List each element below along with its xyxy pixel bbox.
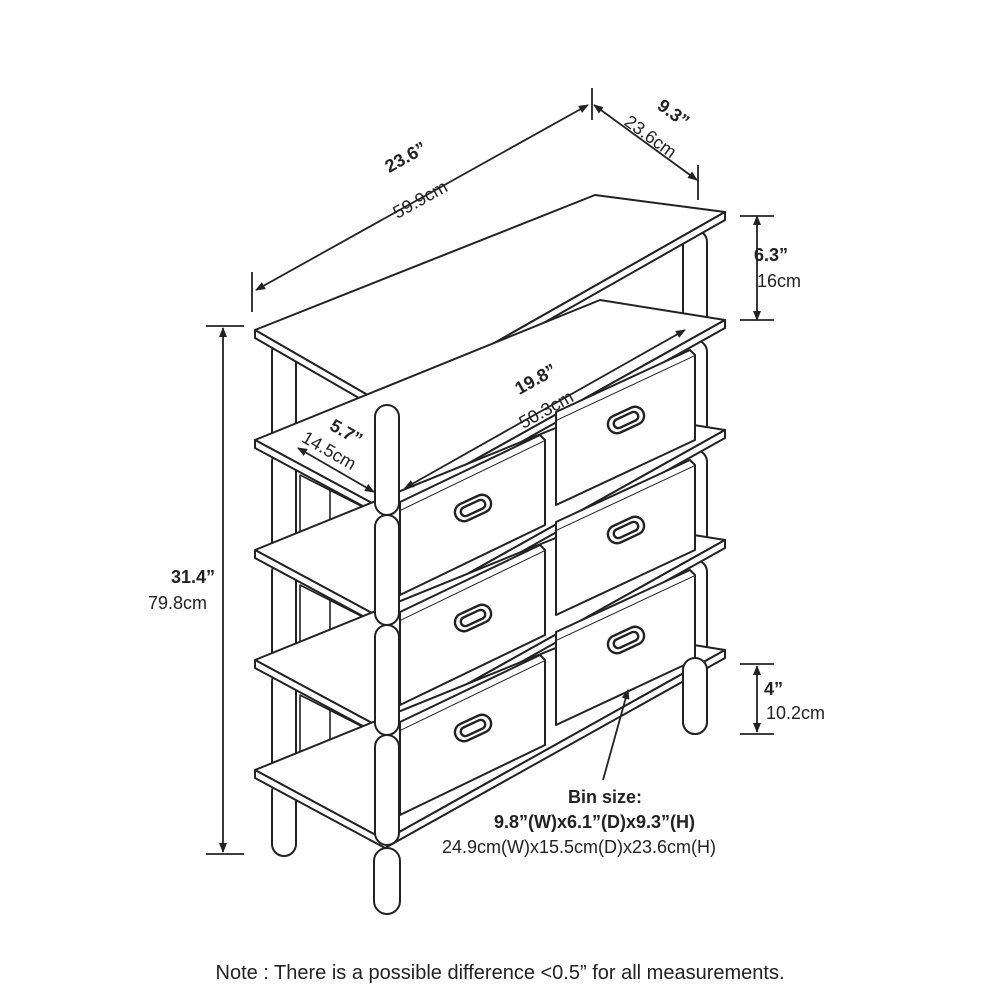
bin-size-cm: 24.9cm(W)x15.5cm(D)x23.6cm(H): [442, 837, 717, 857]
top-clearance-cm-label: 16cm: [757, 271, 802, 291]
measurement-note: Note : There is a possible difference <0…: [215, 962, 785, 984]
top-clearance-in-label: 6.3”: [754, 245, 789, 265]
front-posts: [373, 404, 401, 915]
bin-size-in: 9.8”(W)x6.1”(D)x9.3”(H): [494, 812, 696, 832]
leg-height-in-label: 4”: [764, 679, 784, 699]
height-in-label: 31.4”: [171, 567, 216, 587]
dimension-lines: [206, 88, 774, 855]
leg-height-cm-label: 10.2cm: [766, 703, 826, 723]
height-cm-label: 79.8cm: [148, 593, 208, 613]
front-right-leg: [682, 657, 708, 735]
bin-size-title: Bin size:: [568, 787, 643, 807]
